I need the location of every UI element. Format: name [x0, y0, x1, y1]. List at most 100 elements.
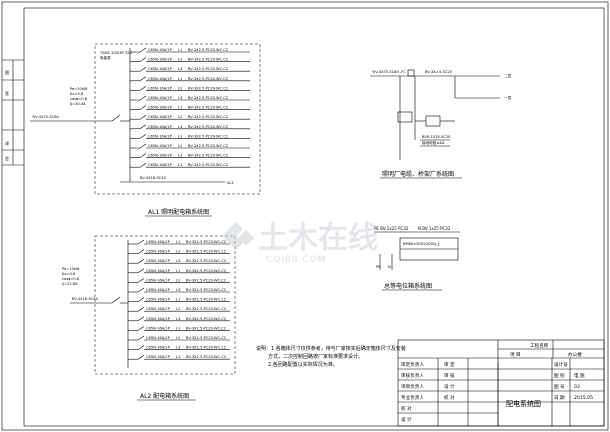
phase-label: L1 — [176, 326, 180, 330]
margin-label-3: 改 — [5, 140, 9, 146]
circuit-label: BV-3X2.5-PC20-WC.CC — [188, 163, 229, 167]
circuit-label: BV-3X2.5-PC20-WC.CC — [188, 67, 229, 71]
svg-text:Kx=0.8: Kx=0.8 — [70, 92, 84, 96]
phase-label: L3 — [178, 125, 182, 129]
circuit-label: BV-3X2.5-PC20-WC.CC — [188, 48, 229, 52]
breaker-label: C65N-16A/1P — [146, 298, 171, 302]
breaker-label: C65N-16A/1P — [148, 96, 173, 100]
circuit-label: BV-3X2.5-PC20-WC.CC — [188, 154, 229, 158]
breaker-label: C65N-16A/1P — [148, 106, 173, 110]
info-label: 图 号 — [554, 384, 565, 390]
breaker-label: C65N-16A/1P — [148, 144, 173, 148]
circuit-label: BV-3X2.5-PC20-WC.CC — [186, 355, 227, 359]
breaker-label: C65N-16A/1P — [148, 163, 173, 167]
phase-label: L1 — [178, 77, 182, 81]
branch-circuit: C65N-16A/1P BV-3X2.5-PC20-WC.CC L2 — [130, 143, 250, 149]
margin-label-2: 签 — [5, 90, 9, 96]
breaker-label: C65N-16A/1P — [148, 115, 173, 119]
margin-label-4: 会 — [5, 155, 9, 161]
breaker-label: C65N-16A/1P — [148, 86, 173, 90]
meter-caption: 照明厂电缆、桥架厂系统图 — [382, 170, 454, 178]
phase-label: L1 — [178, 48, 182, 52]
phase-label: L1 — [178, 163, 182, 167]
svg-text:Pe=20kW: Pe=20kW — [70, 87, 88, 91]
info-label: 设计号 — [554, 361, 568, 368]
al2-caption: AL2 配电箱系统图 — [140, 392, 189, 400]
breaker-label: C65N-16A/1P — [146, 336, 171, 340]
signature-step: 设 计 — [444, 383, 455, 390]
breaker-label: C65N-16A/1P — [148, 58, 173, 62]
svg-text:Ij=22.8A: Ij=22.8A — [62, 282, 78, 286]
circuit-label: BV-3X2.5-PC20-WC.CC — [188, 58, 229, 62]
svg-text:AL2: AL2 — [227, 181, 234, 185]
phase-label: L2 — [178, 144, 182, 148]
signature-step: 审 定 — [444, 361, 455, 368]
svg-text:BV-3X2.5-SC20: BV-3X2.5-SC20 — [425, 70, 453, 74]
phase-label: L2 — [176, 250, 180, 254]
circuit-label: BV-3X2.5-PC20-WC.CC — [186, 346, 227, 350]
bonding-system-diagram: PE BV-1x25 PC32 N BV-1x25 PC32 BM60×300×… — [374, 226, 460, 291]
note-line-2: 方式，二次控制回路按厂家标准要求设计。 — [268, 353, 363, 360]
breaker-label: C65N-16A/1P — [146, 278, 171, 282]
breaker-label: C65N-16A/1P — [146, 355, 171, 359]
item-label: 项 目 — [510, 352, 521, 358]
svg-text:cosφ=0.8: cosφ=0.8 — [62, 277, 80, 281]
phase-label: L3 — [178, 67, 182, 71]
breaker-label: C65N-16A/1P — [146, 307, 171, 311]
meter-system-diagram: YJV-4X70-SC80 -FC BV-3X2.5-SC20 二层 一层 BV… — [370, 69, 512, 179]
svg-text:BVR-1X35-SC20: BVR-1X35-SC20 — [422, 135, 451, 139]
circuit-label: BV-3X2.5-PC20-WC.CC — [186, 240, 227, 244]
circuit-label: BV-3X2.5-PC20-WC.CC — [186, 307, 227, 311]
breaker-label: C65N-16A/1P — [148, 134, 173, 138]
phase-label: L2 — [178, 115, 182, 119]
watermark-sub-text: COI88.COM — [266, 255, 326, 265]
breaker-label: C65N-16A/1P — [146, 288, 171, 292]
signature-role: 校 对 — [401, 405, 412, 412]
phase-label: L1 — [176, 240, 180, 244]
info-label: 日 期 — [554, 395, 565, 401]
signature-role: 审定负责人 — [401, 361, 424, 368]
info-label: 图 别 — [554, 372, 565, 379]
circuit-label: BV-3X2.5-PC20-WC.CC — [186, 317, 227, 321]
bonding-caption: 总等电位箱系统图 — [384, 282, 432, 290]
phase-label: L2 — [176, 278, 180, 282]
phase-label: L2 — [176, 307, 180, 311]
bonding-box-label: BM60×300×200以上 — [403, 241, 440, 246]
al1-incoming-label: YJV-4X70-SC80 — [32, 115, 59, 119]
breaker-label: C65N-16A/1P — [148, 67, 173, 71]
phase-label: L3 — [176, 317, 180, 321]
svg-text:cosφ=0.8: cosφ=0.8 — [70, 97, 88, 101]
info-value: 电 施 — [574, 372, 585, 379]
drawing-title: 配电系统图 — [506, 399, 541, 408]
circuit-label: BV-3X2.5-PC20-WC.CC — [188, 144, 229, 148]
breaker-label: C65N-16A/1P — [148, 77, 173, 81]
watermark-main-text: 土木在线 — [258, 221, 378, 256]
watermark-logo-icon — [222, 222, 256, 250]
note-line-3: 2.各回路配置以实际情况为准。 — [268, 361, 338, 368]
signature-role: 审核负责人 — [401, 372, 424, 379]
circuit-label: BV-3X2.5-PC20-WC.CC — [188, 77, 229, 81]
left-margin-strip: 图 签 改 会 — [2, 59, 24, 166]
circuit-label: BV-3X2.5-PC20-WC.CC — [188, 106, 229, 110]
info-value: 03 — [574, 384, 580, 390]
circuit-label: BV-3X2.5-PC20-WC.CC — [186, 298, 227, 302]
breaker-label: C65N-16A/1P — [146, 326, 171, 330]
svg-text:电能表: 电能表 — [100, 55, 111, 60]
